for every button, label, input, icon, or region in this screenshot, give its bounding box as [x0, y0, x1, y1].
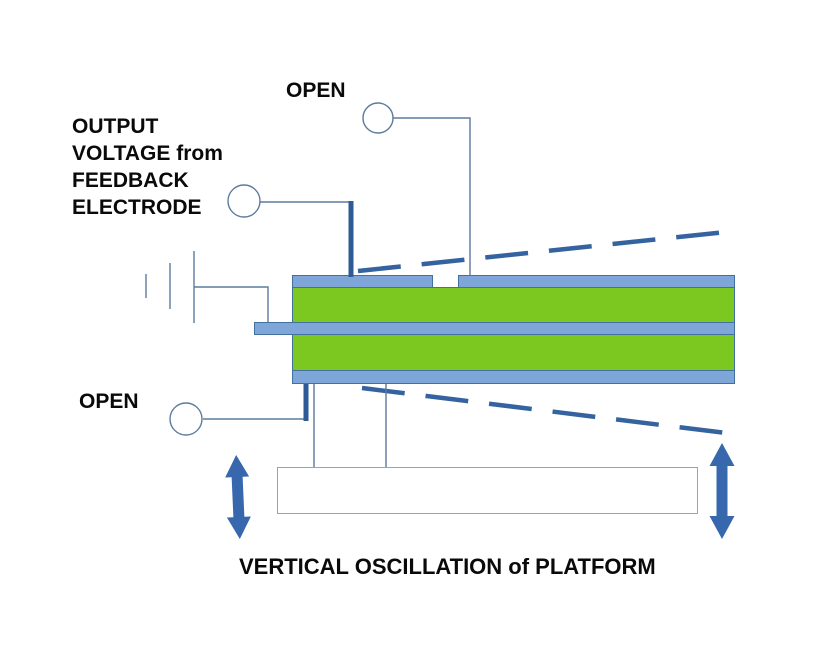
deflection-dashed-line-upper: [357, 229, 727, 274]
caption-vertical-oscillation: VERTICAL OSCILLATION of PLATFORM: [239, 554, 656, 579]
ground-symbol: [145, 251, 269, 323]
terminal-circle-feedback: [227, 184, 261, 218]
feedback-label-line-2: VOLTAGE from: [72, 142, 223, 165]
top-electrode-right-segment: [458, 275, 735, 288]
open-top-label: OPEN: [286, 79, 346, 102]
ground-wire: [194, 286, 269, 322]
feedback-electrode-middle-layer: [254, 322, 735, 335]
feedback-label-line-4: ELECTRODE: [72, 196, 202, 219]
piezo-layer-upper: [292, 287, 735, 324]
platform: [277, 467, 698, 514]
oscillation-arrow-right: [709, 443, 735, 539]
oscillation-arrow-left: [225, 455, 251, 539]
terminal-circle-bottom-open: [169, 402, 203, 436]
top-electrode-left-segment: [292, 275, 433, 288]
deflection-dashed-line-lower: [361, 385, 727, 436]
terminal-circle-top-open: [362, 102, 394, 134]
feedback-label-line-1: OUTPUT: [72, 115, 159, 138]
feedback-label-line-3: FEEDBACK: [72, 169, 189, 192]
feedback-electrode-label: OUTPUT VOLTAGE from FEEDBACK ELECTRODE: [72, 113, 223, 221]
wire-top-open: [393, 117, 471, 276]
open-bottom-label: OPEN: [79, 390, 139, 413]
bottom-electrode: [292, 370, 735, 384]
